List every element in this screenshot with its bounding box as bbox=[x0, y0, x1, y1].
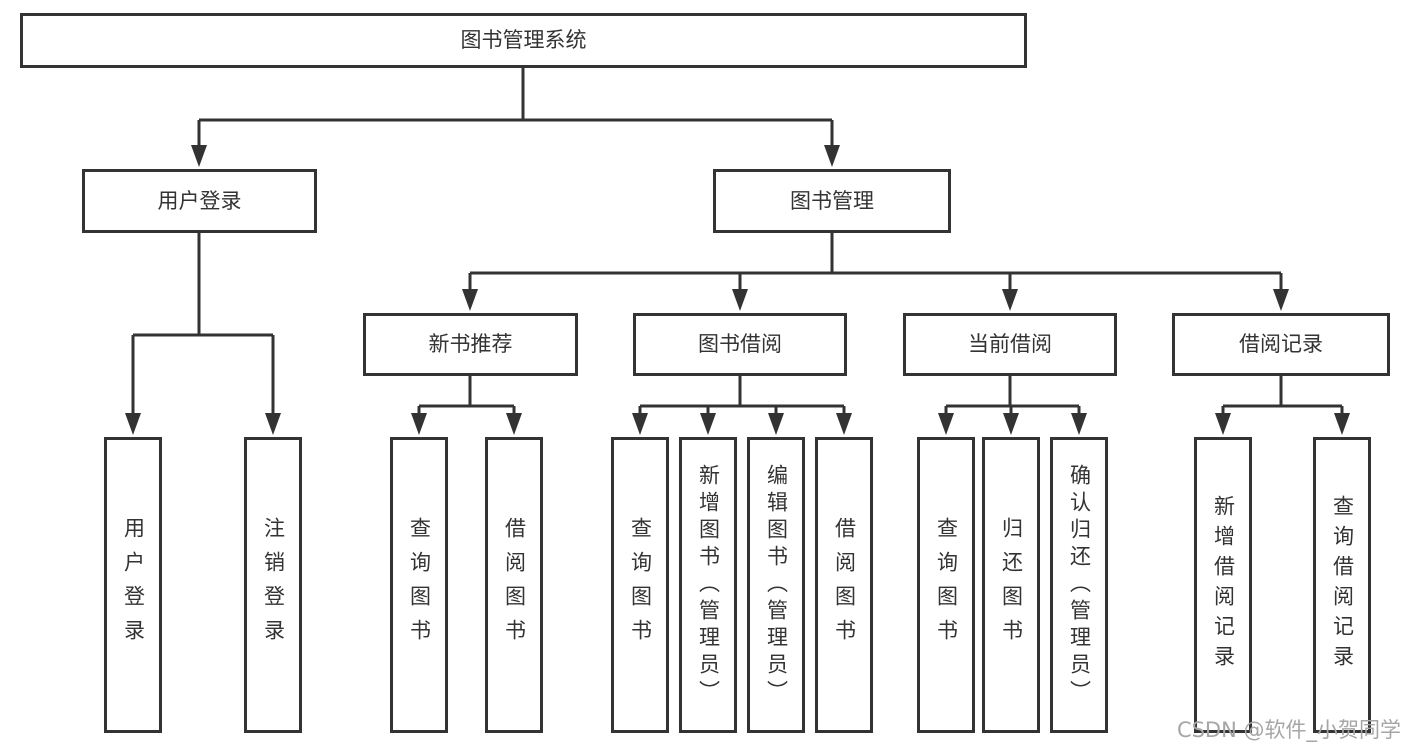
leaf-add-borrow-record: 新增借阅记录 bbox=[1194, 437, 1252, 733]
leaf-query-borrow-record-label: 查询借阅记录 bbox=[1330, 495, 1355, 675]
leaf-query-book-2-label: 查询图书 bbox=[628, 517, 653, 653]
connector-currentborrow-to-leaves bbox=[944, 376, 1081, 415]
node-new-book-recommend-label: 新书推荐 bbox=[428, 332, 513, 356]
connector-newbookrec-to-leaves bbox=[417, 376, 516, 415]
leaf-logout-login-label: 注销登录 bbox=[261, 517, 286, 653]
arrowhead bbox=[1002, 289, 1018, 311]
connector-borrowrecord-to-leaves bbox=[1221, 376, 1344, 415]
leaf-borrow-book-1-label: 借阅图书 bbox=[502, 517, 527, 653]
csdn-watermark: CSDN @软件_小贺同学 bbox=[1176, 718, 1401, 742]
arrowhead bbox=[836, 413, 852, 435]
node-current-borrow-label: 当前借阅 bbox=[968, 332, 1052, 356]
node-borrow-record: 借阅记录 bbox=[1172, 313, 1390, 376]
arrowhead bbox=[411, 413, 427, 435]
leaf-user-login-label: 用户登录 bbox=[121, 517, 146, 653]
leaf-query-book-1: 查询图书 bbox=[390, 437, 448, 733]
node-book-management: 图书管理 bbox=[713, 169, 951, 233]
arrowhead bbox=[824, 145, 840, 167]
arrowhead bbox=[938, 413, 954, 435]
leaf-borrow-book-1: 借阅图书 bbox=[485, 437, 543, 733]
node-current-borrow: 当前借阅 bbox=[903, 313, 1117, 376]
node-book-borrow-label: 图书借阅 bbox=[698, 332, 782, 356]
connector-bookmgmt-to-level3 bbox=[468, 233, 1283, 291]
leaf-edit-book-admin: 编辑图书（管理员） bbox=[747, 437, 805, 733]
arrowhead bbox=[462, 289, 478, 311]
node-root: 图书管理系统 bbox=[20, 13, 1027, 68]
leaf-logout-login: 注销登录 bbox=[244, 437, 302, 733]
leaf-user-login: 用户登录 bbox=[104, 437, 162, 733]
leaf-confirm-return-admin: 确认归还（管理员） bbox=[1050, 437, 1108, 733]
node-borrow-record-label: 借阅记录 bbox=[1239, 332, 1323, 356]
leaf-add-book-admin-label: 新增图书（管理员） bbox=[696, 463, 721, 707]
leaf-query-book-3-label: 查询图书 bbox=[934, 517, 959, 653]
node-root-label: 图书管理系统 bbox=[460, 28, 587, 52]
arrowhead bbox=[768, 413, 784, 435]
connector-root-to-level2 bbox=[197, 68, 834, 147]
arrowhead bbox=[125, 413, 141, 435]
leaf-borrow-book-2: 借阅图书 bbox=[815, 437, 873, 733]
node-book-management-label: 图书管理 bbox=[790, 188, 874, 213]
node-new-book-recommend: 新书推荐 bbox=[363, 313, 578, 376]
leaf-add-borrow-record-label: 新增借阅记录 bbox=[1211, 495, 1236, 675]
arrowhead bbox=[1215, 413, 1231, 435]
arrowhead bbox=[1334, 413, 1350, 435]
leaf-add-book-admin: 新增图书（管理员） bbox=[679, 437, 737, 733]
node-user-login: 用户登录 bbox=[82, 169, 317, 233]
arrowhead bbox=[700, 413, 716, 435]
node-book-borrow: 图书借阅 bbox=[633, 313, 847, 376]
leaf-return-book: 归还图书 bbox=[982, 437, 1040, 733]
node-user-login-label: 用户登录 bbox=[157, 188, 242, 213]
arrowhead bbox=[191, 145, 207, 167]
leaf-query-book-2: 查询图书 bbox=[611, 437, 669, 733]
arrowhead bbox=[506, 413, 522, 435]
arrowhead bbox=[1003, 413, 1019, 435]
connector-bookborrow-to-leaves bbox=[638, 376, 846, 415]
leaf-borrow-book-2-label: 借阅图书 bbox=[832, 517, 857, 653]
arrowhead bbox=[1273, 289, 1289, 311]
leaf-return-book-label: 归还图书 bbox=[999, 517, 1024, 653]
leaf-query-borrow-record: 查询借阅记录 bbox=[1313, 437, 1371, 733]
arrowhead bbox=[265, 413, 281, 435]
arrowhead bbox=[732, 289, 748, 311]
leaf-edit-book-admin-label: 编辑图书（管理员） bbox=[764, 463, 789, 707]
connector-userlogin-to-leaves bbox=[131, 233, 275, 415]
leaf-query-book-3: 查询图书 bbox=[917, 437, 975, 733]
leaf-confirm-return-admin-label: 确认归还（管理员） bbox=[1067, 463, 1092, 707]
arrowhead bbox=[1071, 413, 1087, 435]
leaf-query-book-1-label: 查询图书 bbox=[407, 517, 432, 653]
arrowhead bbox=[632, 413, 648, 435]
